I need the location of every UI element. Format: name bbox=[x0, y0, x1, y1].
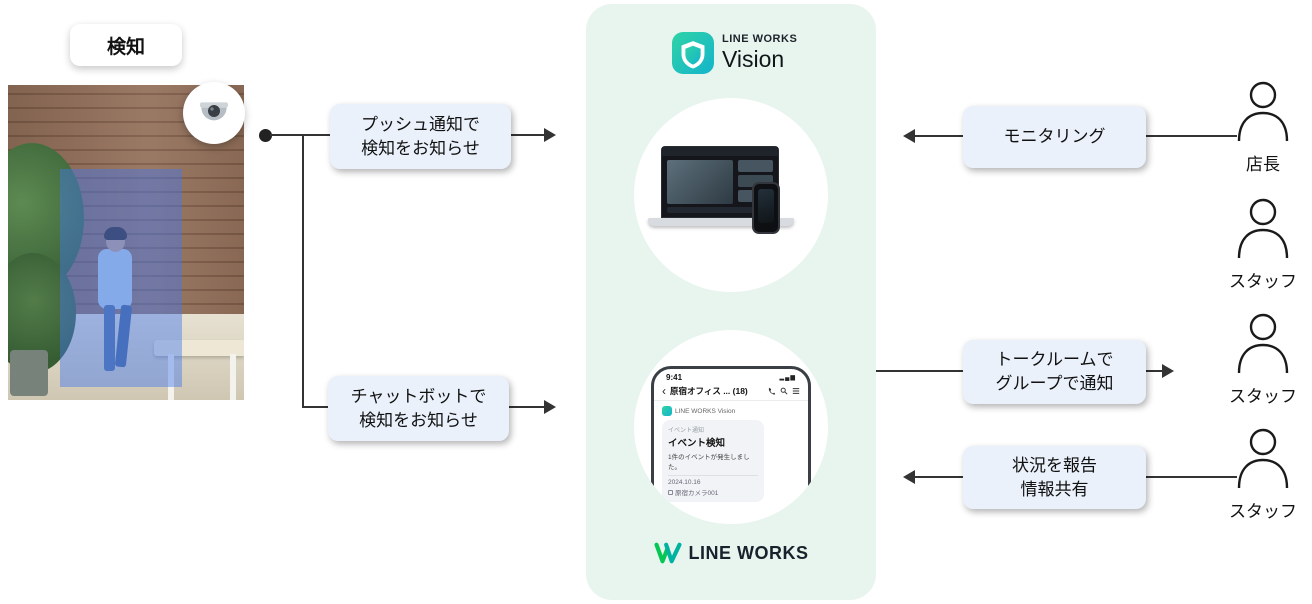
shield-icon bbox=[681, 41, 705, 69]
chat-header: ‹ 原宿オフィス ... (18) bbox=[654, 383, 808, 401]
connector-line bbox=[915, 135, 963, 137]
arrowhead-left-icon bbox=[903, 129, 915, 143]
bubble-divider bbox=[668, 475, 758, 476]
arrowhead-right-icon bbox=[544, 128, 556, 142]
lineworks-vision-panel: LINE WORKS Vision 9:41 ▂▄▆ bbox=[586, 4, 876, 600]
arrowhead-left-icon bbox=[903, 470, 915, 484]
back-chevron-icon: ‹ bbox=[662, 384, 666, 398]
photo-person-torso bbox=[98, 249, 132, 309]
vision-logo-text: LINE WORKS Vision bbox=[722, 33, 797, 73]
connector-dot bbox=[259, 129, 272, 142]
status-time: 9:41 bbox=[666, 373, 683, 382]
talkroom-box-line2: グループで通知 bbox=[995, 374, 1114, 393]
photo-person-hair bbox=[104, 227, 127, 240]
connector-line bbox=[1146, 476, 1237, 478]
bot-avatar bbox=[662, 406, 672, 416]
person-label: スタッフ bbox=[1229, 387, 1297, 406]
push-box-line2: 検知をお知らせ bbox=[361, 138, 480, 158]
companion-phone bbox=[752, 182, 780, 234]
push-notification-box: プッシュ通知で 検知をお知らせ bbox=[330, 104, 511, 169]
connector-line bbox=[915, 476, 963, 478]
phone-status-bar: 9:41 ▂▄▆ bbox=[654, 369, 808, 383]
signal-bars-icon: ▂▄▆ bbox=[779, 375, 796, 381]
event-message-bubble: イベント通知 イベント検知 1件のイベントが発生しました。 2024.10.16… bbox=[662, 420, 764, 502]
photo-person-leg bbox=[104, 305, 115, 371]
connector-line bbox=[511, 134, 544, 136]
event-body: 1件のイベントが発生しました。 bbox=[668, 454, 750, 471]
connector-line bbox=[270, 134, 330, 136]
event-camera-name: 原宿カメラ001 bbox=[675, 490, 719, 497]
camera-feed-thumbnail bbox=[738, 160, 773, 172]
monitoring-box-label: モニタリング bbox=[1003, 127, 1106, 147]
photo-plant-pot bbox=[10, 350, 48, 396]
chat-screenshot-circle: 9:41 ▂▄▆ ‹ 原宿オフィス ... (18) LINE WORKS Vi… bbox=[634, 330, 828, 524]
report-box-line1: 状況を報告 bbox=[1012, 455, 1097, 475]
monitoring-screenshot-circle bbox=[634, 98, 828, 292]
event-date: 2024.10.16 bbox=[668, 479, 701, 486]
lineworks-logo: LINE WORKS bbox=[586, 542, 876, 564]
connector-line bbox=[302, 134, 304, 408]
chat-phone: 9:41 ▂▄▆ ‹ 原宿オフィス ... (18) LINE WORKS Vi… bbox=[651, 366, 811, 524]
arrowhead-right-icon bbox=[544, 400, 556, 414]
bot-sender-row: LINE WORKS Vision bbox=[654, 401, 808, 418]
chatbot-notification-box: チャットボットで 検知をお知らせ bbox=[328, 376, 509, 441]
person-label: 店長 bbox=[1246, 155, 1280, 174]
chat-header-icons bbox=[768, 387, 800, 395]
report-box-line2: 情報共有 bbox=[1020, 479, 1089, 499]
vision-brand-text: LINE WORKS bbox=[722, 33, 798, 45]
vision-app-icon bbox=[672, 32, 714, 74]
talkroom-notify-box: トークルームで グループで通知 bbox=[963, 340, 1146, 404]
person-label: スタッフ bbox=[1229, 502, 1297, 521]
connector-line bbox=[876, 370, 963, 372]
event-notice-label: イベント通知 bbox=[668, 428, 705, 434]
connector-line bbox=[1146, 135, 1237, 137]
connector-line bbox=[509, 406, 544, 408]
photo-table-leg bbox=[168, 354, 174, 400]
chatbot-box-line2: 検知をお知らせ bbox=[359, 410, 478, 430]
camera-glyph-icon bbox=[668, 489, 673, 495]
laptop-screen-topbar bbox=[662, 147, 778, 156]
talkroom-box-line1: トークルームで bbox=[995, 350, 1114, 370]
message-sent-time: 10:28:10 bbox=[774, 519, 798, 524]
vision-logo: LINE WORKS Vision bbox=[672, 32, 797, 74]
person-label: スタッフ bbox=[1229, 272, 1297, 291]
report-status-box: 状況を報告 情報共有 bbox=[963, 446, 1146, 509]
person-staff-icon bbox=[1235, 427, 1291, 489]
lineworks-w-icon bbox=[653, 542, 682, 564]
chat-room-title: 原宿オフィス ... (18) bbox=[670, 386, 748, 396]
monitoring-box: モニタリング bbox=[963, 106, 1146, 168]
dome-camera-icon bbox=[200, 102, 228, 121]
event-camera-row: 原宿カメラ001 bbox=[668, 487, 758, 497]
person-staff-icon bbox=[1235, 197, 1291, 259]
camera-icon bbox=[183, 82, 245, 144]
laptop-screen-bottombar bbox=[667, 207, 773, 213]
connector-line bbox=[302, 406, 330, 408]
bot-name: LINE WORKS Vision bbox=[675, 407, 736, 415]
chatbot-box-line1: チャットボットで bbox=[350, 386, 487, 406]
detection-label-box: 検知 bbox=[70, 24, 182, 66]
detection-label: 検知 bbox=[106, 36, 145, 58]
lineworks-logo-text: LINE WORKS bbox=[688, 542, 809, 563]
phone-call-icon bbox=[768, 387, 776, 395]
photo-table-leg bbox=[230, 354, 236, 400]
vision-product-text: Vision bbox=[722, 46, 785, 72]
person-staff-icon bbox=[1235, 312, 1291, 374]
arrowhead-right-icon bbox=[1162, 364, 1174, 378]
connector-line bbox=[1146, 370, 1162, 372]
person-manager-icon bbox=[1235, 80, 1291, 142]
laptop-base bbox=[648, 218, 794, 226]
search-icon bbox=[780, 387, 788, 395]
menu-icon bbox=[792, 388, 800, 394]
event-title: イベント検知 bbox=[668, 438, 726, 449]
photo-table bbox=[154, 340, 244, 356]
detection-overlay bbox=[60, 169, 182, 387]
push-box-line1: プッシュ通知で bbox=[361, 114, 480, 134]
camera-feed-thumbnail bbox=[667, 160, 733, 204]
